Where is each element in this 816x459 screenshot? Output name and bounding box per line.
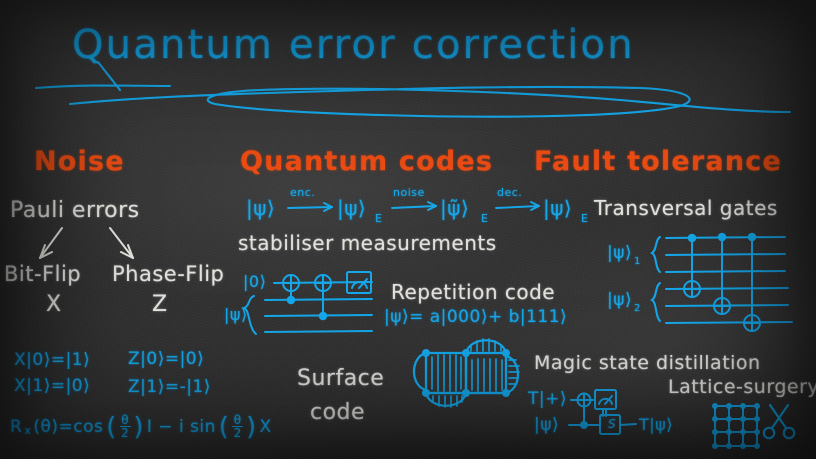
magic-circuit-output: T|ψ⟩ bbox=[639, 415, 673, 434]
surface-code-title-line2: code bbox=[310, 400, 366, 425]
rx-fraction-2: θ 2 bbox=[232, 413, 244, 441]
pauli-errors-label: Pauli errors bbox=[10, 198, 140, 223]
rx-lhs: R bbox=[10, 416, 23, 437]
circuit-data-label: |ψ⟩ bbox=[224, 305, 248, 324]
chain-state-3-subscript: E bbox=[481, 212, 489, 225]
rx-tail: X bbox=[259, 416, 272, 437]
lattice-surgery-label: Lattice-surgery bbox=[668, 376, 816, 398]
rx-subscript: x bbox=[24, 424, 32, 438]
register-2-label: |ψ⟩ bbox=[607, 290, 633, 310]
equation-x-on-zero: X|0⟩=|1⟩ bbox=[14, 350, 91, 370]
equation-rotation-x: R x (θ)=cos ( θ 2 ) I − i sin ( θ 2 ) X bbox=[10, 411, 272, 441]
rx-frac2-bar bbox=[232, 426, 244, 428]
surface-code-title-line1: Surface bbox=[297, 366, 385, 391]
chain-state-2: |ψ⟩ bbox=[337, 196, 367, 220]
register-1-label: |ψ⟩ bbox=[607, 243, 633, 263]
register-2-subscript: 2 bbox=[634, 303, 641, 314]
rx-arg: (θ)=cos bbox=[33, 416, 104, 437]
chain-state-1: |ψ⟩ bbox=[246, 196, 276, 220]
stabiliser-measurements-label: stabiliser measurements bbox=[238, 231, 497, 255]
repetition-code-equation: |ψ⟩= a|000⟩+ b|111⟩ bbox=[384, 307, 568, 327]
rx-frac2-numerator: θ bbox=[233, 413, 242, 427]
chain-arrow-label-noise: noise bbox=[393, 186, 425, 199]
magic-circuit-input-top: T|+⟩ bbox=[528, 389, 567, 409]
section-heading-quantum-codes: Quantum codes bbox=[240, 146, 494, 177]
rx-frac2-denominator: 2 bbox=[233, 426, 242, 441]
magic-state-distillation-label: Magic state distillation bbox=[534, 352, 761, 374]
chain-state-2-subscript: E bbox=[375, 212, 383, 225]
section-heading-noise: Noise bbox=[34, 146, 125, 177]
register-1-subscript: 1 bbox=[634, 256, 641, 267]
chain-arrow-label-dec: dec. bbox=[497, 186, 523, 199]
page-title: Quantum error correction bbox=[72, 22, 635, 68]
repetition-code-title: Repetition code bbox=[391, 280, 556, 304]
rx-frac1-denominator: 2 bbox=[121, 426, 130, 441]
equation-x-on-one: X|1⟩=|0⟩ bbox=[14, 376, 91, 396]
rx-mid: I − i sin bbox=[146, 416, 216, 437]
rx-frac1-numerator: θ bbox=[121, 413, 130, 427]
equation-z-on-one: Z|1⟩=-|1⟩ bbox=[128, 377, 211, 397]
chain-state-3: |ψ̃⟩ bbox=[440, 196, 470, 220]
transversal-gates-label: Transversal gates bbox=[594, 196, 778, 220]
rx-fraction-1: θ 2 bbox=[119, 413, 131, 441]
scissors-icon bbox=[762, 403, 796, 440]
bit-flip-label: Bit-Flip bbox=[4, 262, 82, 286]
magic-circuit-input-bottom: |ψ⟩ bbox=[534, 415, 560, 435]
equation-z-on-zero: Z|0⟩=|0⟩ bbox=[128, 349, 205, 369]
chain-state-4-subscript: E bbox=[581, 212, 589, 225]
bit-flip-operator: X bbox=[46, 292, 62, 317]
phase-flip-operator: Z bbox=[152, 292, 168, 317]
chain-state-4: |ψ⟩ bbox=[543, 196, 573, 220]
chain-arrow-label-enc: enc. bbox=[290, 186, 316, 199]
magic-circuit-s-gate-label: S bbox=[608, 417, 617, 431]
section-heading-fault-tolerance: Fault tolerance bbox=[534, 146, 782, 177]
phase-flip-label: Phase-Flip bbox=[112, 262, 225, 286]
rx-frac1-bar bbox=[119, 426, 131, 428]
circuit-ancilla-label: |0⟩ bbox=[243, 272, 267, 291]
